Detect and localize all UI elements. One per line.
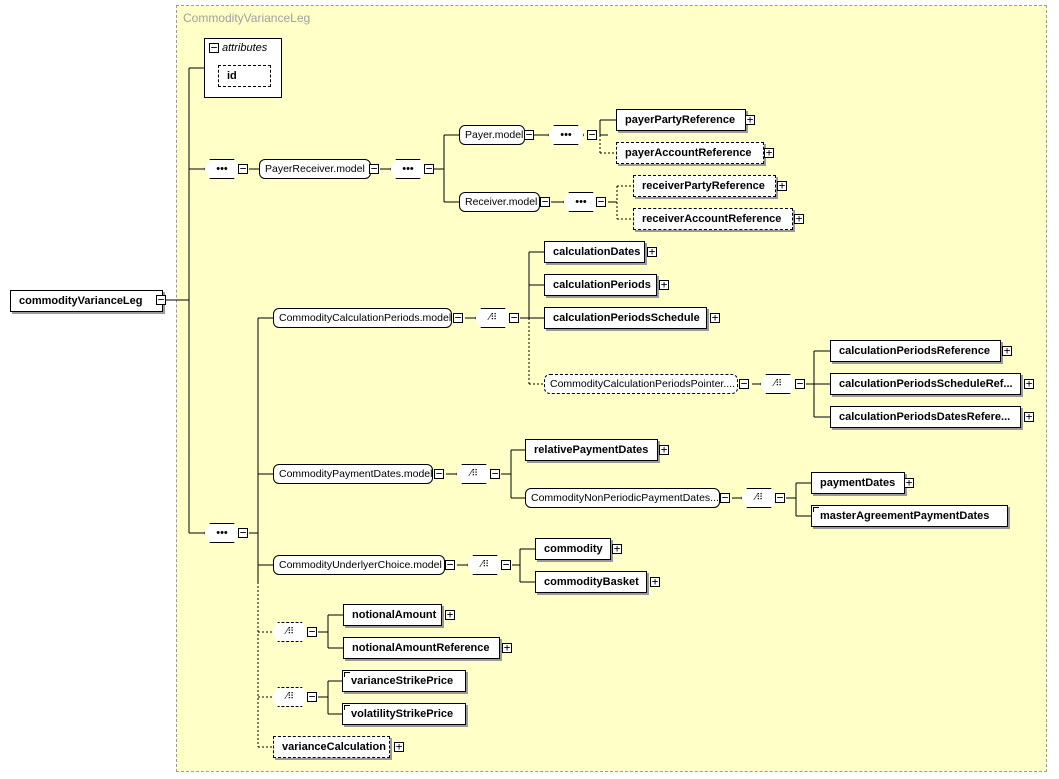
expand-icon[interactable]: + bbox=[650, 575, 660, 588]
element-payerAccountReference[interactable]: payerAccountReference bbox=[616, 142, 764, 164]
collapse-icon[interactable]: − bbox=[445, 558, 455, 571]
expand-icon[interactable]: + bbox=[764, 146, 774, 159]
collapse-icon[interactable]: − bbox=[424, 162, 434, 175]
element-calculationPeriodsSchedule[interactable]: calculationPeriodsSchedule bbox=[544, 307, 707, 329]
collapse-icon[interactable]: − bbox=[307, 625, 317, 638]
element-commodityBasket[interactable]: commodityBasket bbox=[535, 571, 647, 593]
root-element-commodityVarianceLeg[interactable]: commodityVarianceLeg bbox=[10, 290, 163, 312]
choice-icon: ⁄⠿ bbox=[469, 469, 479, 479]
element-paymentDates[interactable]: paymentDates bbox=[811, 472, 905, 494]
group-commodity-underlyer-choice-model[interactable]: CommodityUnderlyerChoice.model bbox=[273, 555, 445, 575]
group-commodity-calculation-periods-model[interactable]: CommodityCalculationPeriods.model bbox=[273, 308, 452, 328]
choice-icon: ⁄⠿ bbox=[754, 493, 764, 503]
element-payerPartyReference[interactable]: payerPartyReference bbox=[616, 109, 746, 131]
choice-compositor[interactable]: ⁄⠿ bbox=[456, 464, 492, 484]
collapse-icon[interactable]: − bbox=[209, 41, 219, 54]
expand-icon[interactable]: + bbox=[612, 542, 622, 555]
expand-icon[interactable]: + bbox=[745, 113, 755, 126]
element-receiverPartyReference[interactable]: receiverPartyReference bbox=[633, 175, 776, 197]
simple-content-marker bbox=[344, 672, 350, 677]
sequence-icon: ••• bbox=[575, 195, 587, 208]
collapse-icon[interactable]: − bbox=[238, 526, 248, 539]
sequence-compositor[interactable]: ••• bbox=[204, 159, 240, 179]
element-calculationPeriodsScheduleReference[interactable]: calculationPeriodsScheduleRef... bbox=[830, 373, 1021, 395]
expand-icon[interactable]: + bbox=[1024, 377, 1034, 390]
element-calculationPeriods[interactable]: calculationPeriods bbox=[544, 274, 657, 296]
expand-icon[interactable]: + bbox=[647, 245, 657, 258]
group-commodity-non-periodic-payment-dates[interactable]: CommodityNonPeriodicPaymentDates.... bbox=[525, 488, 720, 508]
collapse-icon[interactable]: − bbox=[238, 162, 248, 175]
choice-compositor-optional[interactable]: ⁄⠿ bbox=[272, 622, 308, 642]
expand-icon[interactable]: + bbox=[1024, 410, 1034, 423]
element-calculationPeriodsReference[interactable]: calculationPeriodsReference bbox=[830, 340, 1001, 362]
group-payer-model[interactable]: Payer.model bbox=[459, 125, 525, 145]
expand-icon[interactable]: + bbox=[502, 641, 512, 654]
choice-compositor[interactable]: ⁄⠿ bbox=[467, 555, 503, 575]
element-varianceStrikePrice[interactable]: varianceStrikePrice bbox=[342, 670, 466, 692]
collapse-icon[interactable]: − bbox=[739, 377, 749, 390]
collapse-icon[interactable]: − bbox=[720, 491, 730, 504]
collapse-icon[interactable]: − bbox=[587, 128, 597, 141]
expand-icon[interactable]: + bbox=[794, 212, 804, 225]
collapse-icon[interactable]: − bbox=[509, 311, 519, 324]
sequence-icon: ••• bbox=[402, 162, 414, 175]
sequence-icon: ••• bbox=[216, 162, 228, 175]
sequence-compositor[interactable]: ••• bbox=[390, 159, 426, 179]
expand-icon[interactable]: + bbox=[904, 476, 914, 489]
collapse-icon[interactable]: − bbox=[775, 491, 785, 504]
expand-icon[interactable]: + bbox=[659, 278, 669, 291]
expand-icon[interactable]: + bbox=[777, 179, 787, 192]
expand-icon[interactable]: + bbox=[659, 443, 669, 456]
element-relativePaymentDates[interactable]: relativePaymentDates bbox=[525, 439, 658, 461]
collapse-icon[interactable]: − bbox=[524, 128, 534, 141]
element-calculationPeriodsDatesReference[interactable]: calculationPeriodsDatesRefere... bbox=[830, 406, 1021, 428]
collapse-icon[interactable]: − bbox=[453, 311, 463, 324]
choice-compositor[interactable]: ⁄⠿ bbox=[475, 308, 511, 328]
element-notionalAmountReference[interactable]: notionalAmountReference bbox=[343, 637, 500, 659]
expand-icon[interactable]: + bbox=[1002, 344, 1012, 357]
choice-compositor-optional[interactable]: ⁄⠿ bbox=[272, 687, 308, 707]
expand-icon[interactable]: + bbox=[394, 740, 404, 753]
collapse-icon[interactable]: − bbox=[795, 377, 805, 390]
attributes-title: attributes bbox=[222, 42, 268, 54]
choice-icon: ⁄⠿ bbox=[285, 627, 295, 637]
collapse-icon[interactable]: − bbox=[501, 558, 511, 571]
element-masterAgreementPaymentDates[interactable]: masterAgreementPaymentDates bbox=[811, 505, 1008, 527]
element-calculationDates[interactable]: calculationDates bbox=[544, 241, 645, 263]
element-varianceCalculation[interactable]: varianceCalculation bbox=[273, 736, 390, 758]
element-volatilityStrikePrice[interactable]: volatilityStrikePrice bbox=[342, 703, 466, 725]
attribute-id[interactable]: id bbox=[218, 65, 271, 87]
choice-icon: ⁄⠿ bbox=[773, 379, 783, 389]
element-notionalAmount[interactable]: notionalAmount bbox=[343, 604, 442, 626]
group-payer-receiver-model[interactable]: PayerReceiver.model bbox=[259, 159, 371, 179]
simple-content-marker bbox=[344, 705, 350, 710]
collapse-icon[interactable]: − bbox=[490, 467, 500, 480]
group-commodity-payment-dates-model[interactable]: CommodityPaymentDates.model bbox=[273, 464, 433, 484]
choice-compositor[interactable]: ⁄⠿ bbox=[760, 374, 796, 394]
group-receiver-model[interactable]: Receiver.model bbox=[459, 192, 540, 212]
element-commodity[interactable]: commodity bbox=[535, 538, 611, 560]
choice-icon: ⁄⠿ bbox=[488, 313, 498, 323]
collapse-icon[interactable]: − bbox=[307, 690, 317, 703]
simple-content-marker bbox=[813, 507, 819, 512]
sequence-compositor[interactable]: ••• bbox=[204, 523, 240, 543]
sequence-icon: ••• bbox=[560, 128, 572, 141]
collapse-icon[interactable]: − bbox=[156, 293, 166, 306]
collapse-icon[interactable]: − bbox=[540, 195, 550, 208]
collapse-icon[interactable]: − bbox=[596, 195, 606, 208]
collapse-icon[interactable]: − bbox=[434, 467, 444, 480]
sequence-icon: ••• bbox=[216, 526, 228, 539]
container-title: CommodityVarianceLeg bbox=[183, 11, 311, 25]
choice-icon: ⁄⠿ bbox=[285, 692, 295, 702]
element-receiverAccountReference[interactable]: receiverAccountReference bbox=[633, 208, 793, 230]
group-commodity-calculation-periods-pointer[interactable]: CommodityCalculationPeriodsPointer.... bbox=[544, 374, 738, 394]
expand-icon[interactable]: + bbox=[445, 608, 455, 621]
sequence-compositor[interactable]: ••• bbox=[563, 192, 599, 212]
expand-icon[interactable]: + bbox=[710, 311, 720, 324]
collapse-icon[interactable]: − bbox=[369, 162, 379, 175]
choice-compositor[interactable]: ⁄⠿ bbox=[741, 488, 777, 508]
choice-icon: ⁄⠿ bbox=[480, 560, 490, 570]
sequence-compositor[interactable]: ••• bbox=[548, 125, 584, 145]
